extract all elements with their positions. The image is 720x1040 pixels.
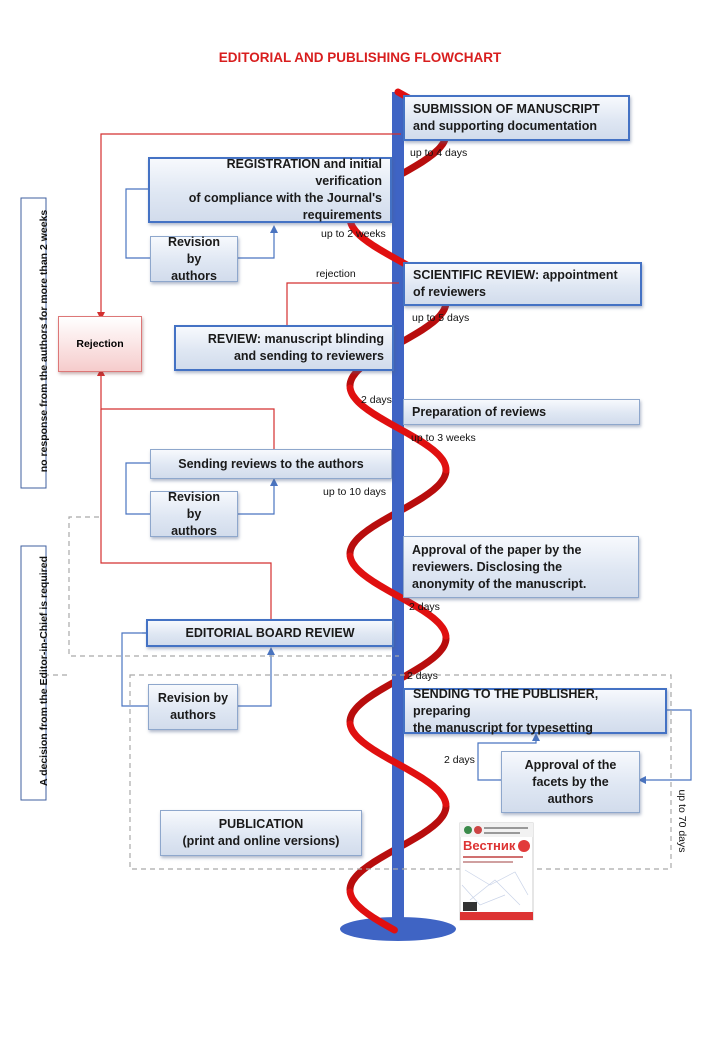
- note-frame-1: [20, 197, 47, 489]
- facets-line-2: facets by the: [532, 774, 609, 789]
- scientific-review-line-2: of reviewers: [413, 285, 486, 299]
- note-frame-2: [20, 545, 47, 801]
- publication-line-1: PUBLICATION: [218, 817, 304, 831]
- sending-reviews-box: Sending reviews to the authors: [150, 449, 392, 479]
- duration-facets: 2 days: [444, 754, 475, 766]
- no-response-note: no response from the authors for more th…: [38, 209, 50, 473]
- revision-connectors: [121, 188, 692, 784]
- rejection-box: Rejection: [58, 316, 142, 372]
- duration-submission: up to 4 days: [410, 147, 468, 159]
- editor-decision-note: A decision from the Editor-in-Chief is r…: [38, 555, 50, 787]
- duration-preparation: up to 3 weeks: [411, 432, 476, 444]
- registration-line-2: of compliance with the Journal's: [188, 191, 382, 205]
- facets-line-1: Approval of the: [524, 757, 617, 772]
- page-title: EDITORIAL AND PUBLISHING FLOWCHART: [218, 50, 502, 65]
- facets-line-3: authors: [547, 791, 594, 806]
- editorial-board-label: EDITORIAL BOARD REVIEW: [185, 625, 355, 640]
- duration-scientific-review: up to 5 days: [412, 312, 470, 324]
- duration-blinding: 2 days: [361, 394, 392, 406]
- duration-sending-reviews: up to 10 days: [323, 486, 387, 498]
- registration-box: REGISTRATION and initial verification of…: [148, 157, 392, 223]
- scientific-review-box: SCIENTIFIC REVIEW: appointment of review…: [403, 262, 642, 306]
- review-blinding-line-1: REVIEW: manuscript blinding: [207, 332, 384, 346]
- preparation-box: Preparation of reviews: [403, 399, 640, 425]
- duration-editorial-board: 2 days: [407, 670, 438, 682]
- submission-box: SUBMISSION OF MANUSCRIPT and supporting …: [403, 95, 630, 141]
- preparation-label: Preparation of reviews: [412, 404, 547, 419]
- review-blinding-line-2: and sending to reviewers: [233, 349, 384, 363]
- duration-registration: up to 2 weeks: [321, 228, 386, 240]
- revision-box-2: Revision by authors: [150, 489, 238, 538]
- dashed-connectors: [44, 516, 672, 870]
- duration-publisher: up to 70 days: [676, 789, 688, 853]
- submission-line-1: SUBMISSION OF MANUSCRIPT: [413, 102, 600, 116]
- rejection-label-small: rejection: [316, 268, 356, 280]
- approval-line-1: Approval of the paper by the: [412, 542, 582, 557]
- revision-box-1: Revision by authors: [150, 234, 238, 283]
- publication-line-2: (print and online versions): [182, 834, 340, 848]
- approval-box: Approval of the paper by the reviewers. …: [403, 536, 639, 598]
- revision-3-line-2: authors: [170, 708, 216, 722]
- submission-line-2: and supporting documentation: [413, 119, 598, 133]
- approval-line-3: anonymity of the manuscript.: [412, 576, 587, 591]
- revision-2-line-2: authors: [171, 523, 217, 538]
- publisher-box: SENDING TO THE PUBLISHER, preparing the …: [403, 686, 667, 735]
- duration-approval: 2 days: [409, 601, 440, 613]
- pole: [392, 92, 404, 924]
- journal-cover-title: Вестник: [463, 838, 516, 853]
- rejection-connectors: [97, 133, 401, 620]
- publisher-line-1: SENDING TO THE PUBLISHER, preparing: [413, 686, 599, 718]
- revision-2-line-1: Revision by: [167, 489, 221, 521]
- review-blinding-box: REVIEW: manuscript blinding and sending …: [174, 325, 394, 371]
- revision-3-line-1: Revision by: [157, 691, 229, 705]
- registration-line-3: requirements: [302, 208, 382, 222]
- rejection-label: Rejection: [76, 338, 124, 350]
- publication-box: PUBLICATION (print and online versions): [160, 810, 362, 856]
- approval-line-2: reviewers. Disclosing the: [412, 559, 563, 574]
- editorial-board-box: EDITORIAL BOARD REVIEW: [146, 619, 394, 647]
- registration-line-1: REGISTRATION and initial verification: [226, 157, 382, 188]
- revision-1-line-2: authors: [171, 268, 217, 283]
- revision-box-3: Revision by authors: [148, 684, 238, 730]
- scientific-review-line-1: SCIENTIFIC REVIEW: appointment: [413, 268, 618, 282]
- facets-box: Approval of the facets by the authors: [501, 751, 640, 813]
- revision-1-line-1: Revision by: [167, 234, 221, 266]
- publisher-line-2: the manuscript for typesetting: [413, 720, 593, 735]
- journal-cover: [459, 822, 534, 921]
- sending-reviews-label: Sending reviews to the authors: [178, 456, 364, 471]
- pole-base: [340, 917, 456, 941]
